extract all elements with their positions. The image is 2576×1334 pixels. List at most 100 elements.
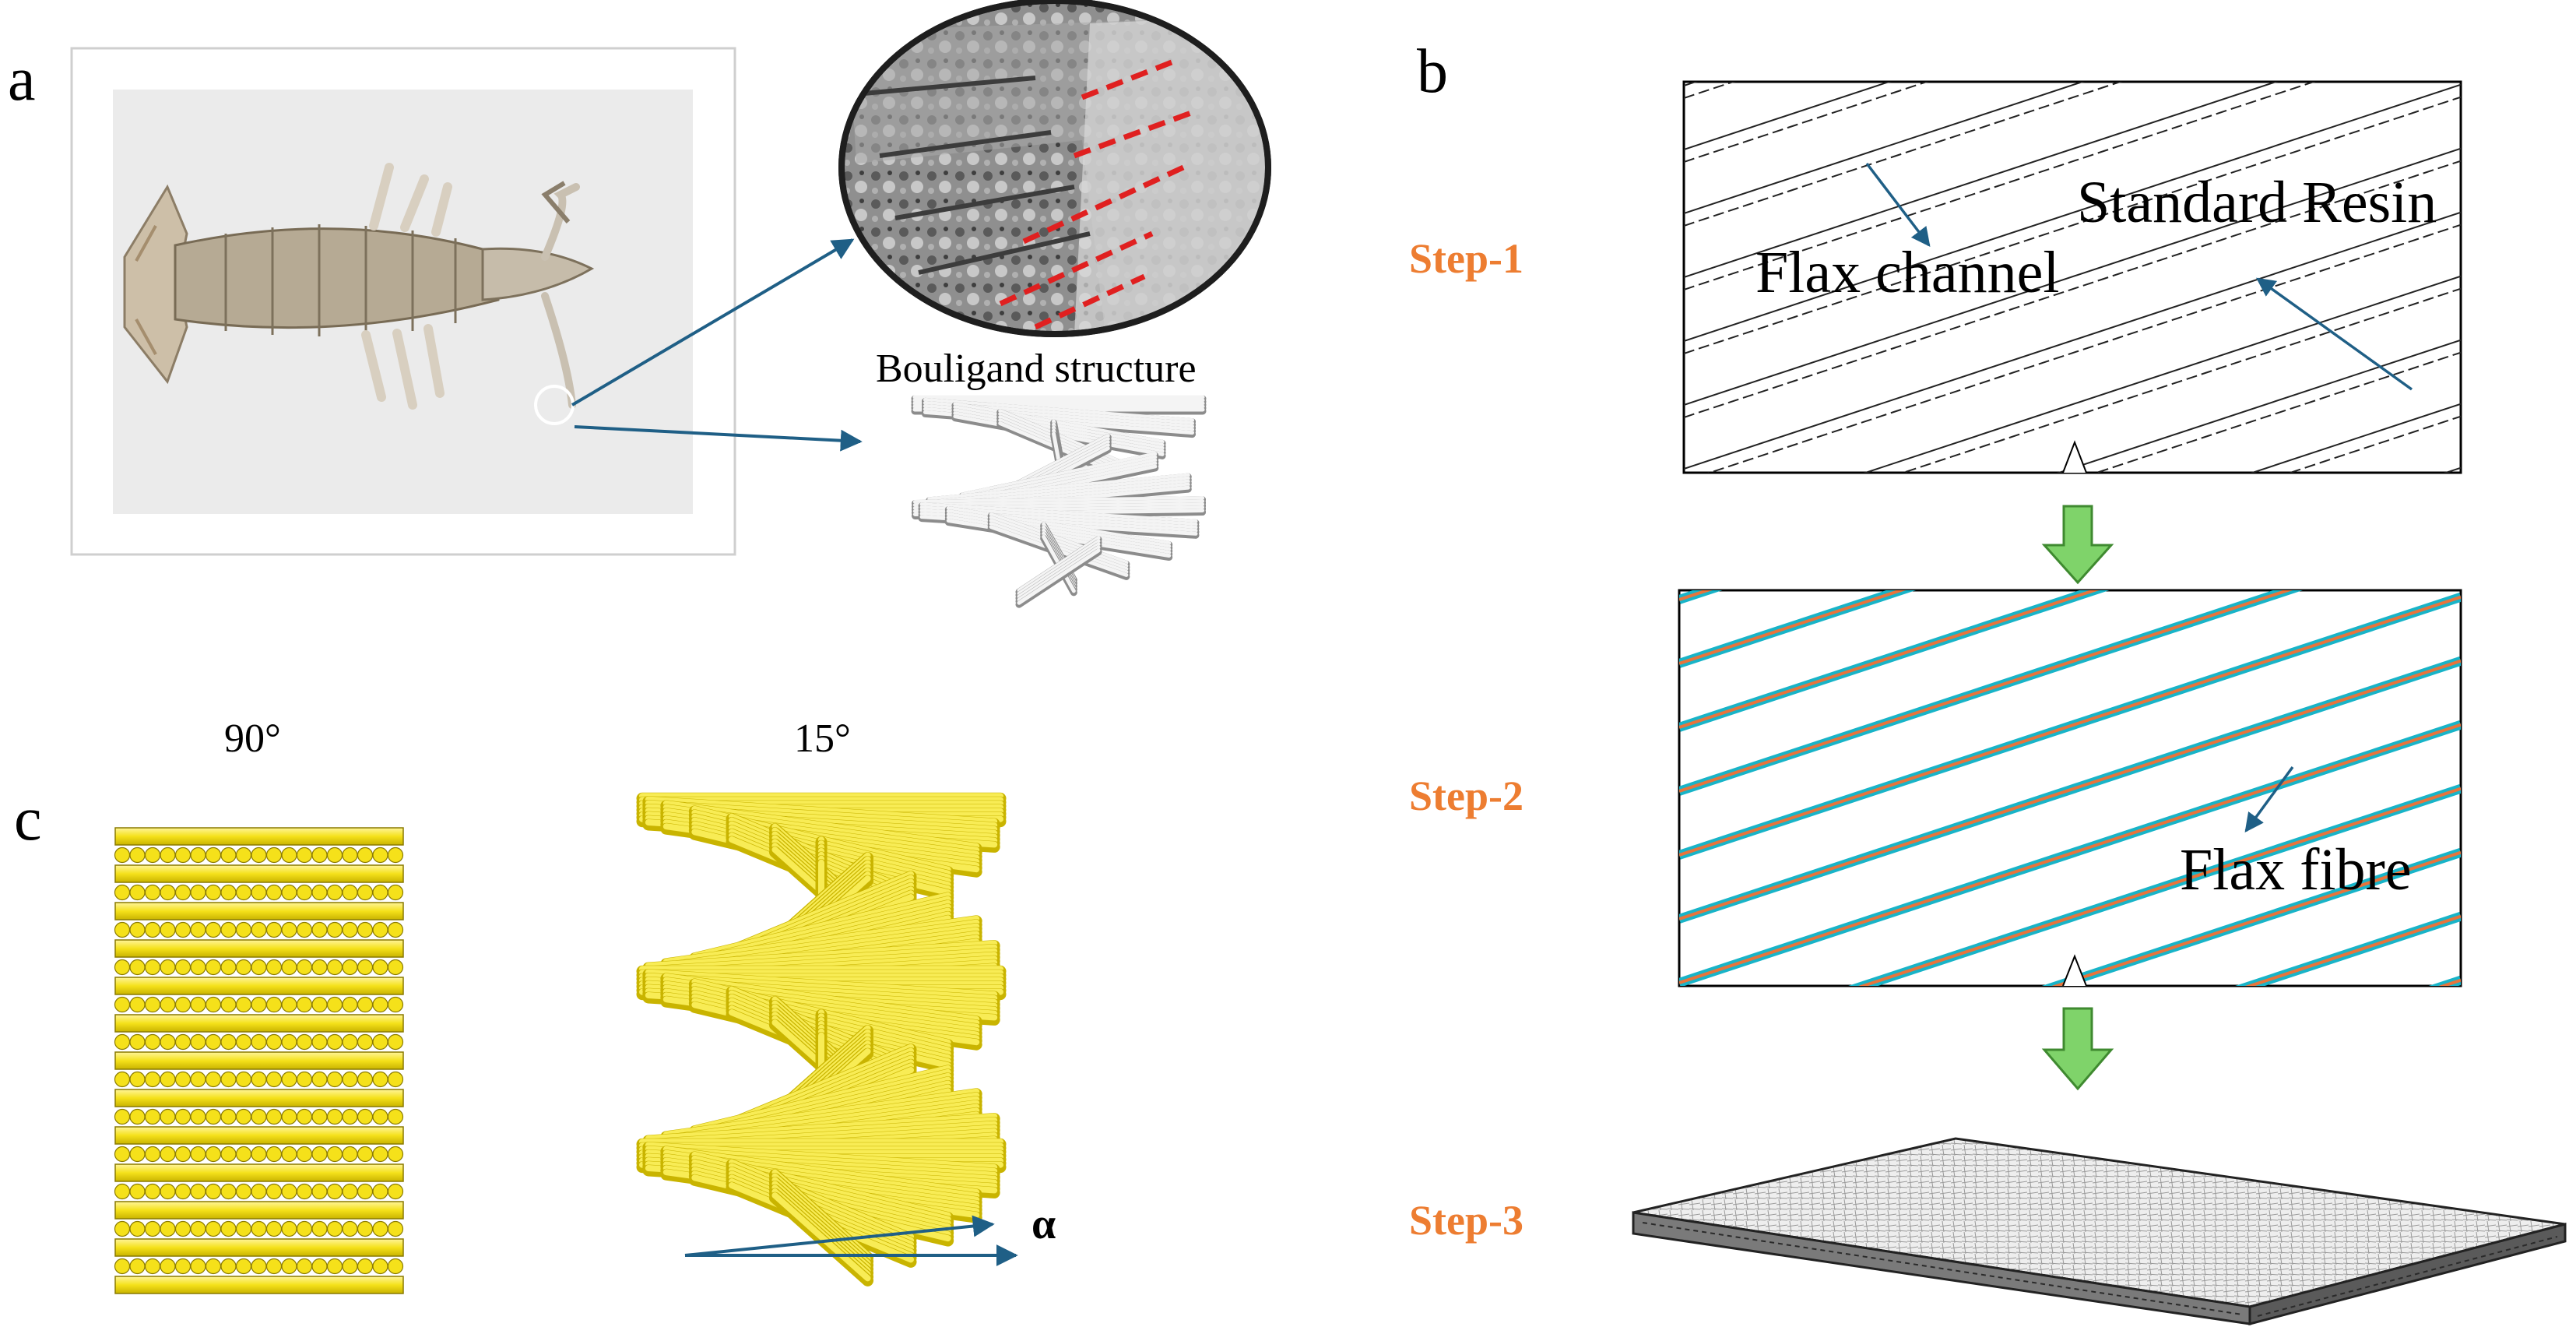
fibre-rod-end: [205, 921, 222, 938]
fibre-rod-end: [342, 921, 358, 938]
fibre-rod-end: [251, 1183, 267, 1200]
fibre-rod-end: [144, 1108, 161, 1125]
fibre-rod-end: [251, 1146, 267, 1163]
fibre-rod-end: [281, 1033, 297, 1051]
fibre-rod-end: [174, 1146, 192, 1163]
fibre-rod-end: [160, 1108, 176, 1125]
fibre-rod-end: [114, 1220, 131, 1237]
fibre-rod-horizontal: [114, 939, 404, 958]
fibre-rod-end: [160, 959, 176, 976]
flax-fibre-core: [2244, 914, 2461, 986]
fibre-rod-end: [144, 996, 161, 1013]
fibre-rod-end: [205, 847, 222, 864]
arrow-to-sem: [571, 238, 855, 407]
fibre-rod-end: [190, 1108, 206, 1125]
fibre-rod-end: [265, 996, 283, 1013]
fibre-rod-end: [235, 959, 252, 976]
fibre-rod-end: [129, 884, 146, 901]
fibre-rod-end: [174, 1108, 192, 1125]
fibre-rod-end: [129, 996, 146, 1013]
fibre-rod-end: [281, 884, 297, 901]
fibre-rod-end: [281, 1108, 297, 1125]
fibre-rod-end: [190, 1220, 206, 1237]
fibre-rod-end: [265, 884, 283, 901]
fibre-rod-end: [129, 1033, 146, 1051]
shrimp-photo-frame: [70, 47, 736, 556]
fibre-rod-end: [160, 1183, 176, 1200]
fibre-rod-end: [326, 1183, 343, 1200]
mantis-shrimp-image: [123, 163, 595, 425]
fibre-rod-end: [235, 921, 252, 938]
fibre-rod-end: [265, 1146, 283, 1163]
fibre-rod-end: [129, 847, 146, 864]
resin-channel-line: [1684, 83, 2461, 342]
flax-fibre-label: Flax fibre: [2180, 837, 2412, 903]
resin-channel-line: [1863, 275, 2461, 473]
fibre-rod-end: [296, 847, 313, 864]
fibre-rod-end: [357, 847, 374, 864]
fibre-rod-end: [372, 921, 388, 938]
fibre-rod-end: [160, 1146, 176, 1163]
resin-channel-line: [2250, 403, 2461, 473]
fibre-rod-end: [342, 959, 358, 976]
fibre-rod-end: [205, 1071, 222, 1088]
fibre-rod-end: [372, 1146, 388, 1163]
fibre-rod-end: [326, 1220, 343, 1237]
fibre-rod-end: [129, 1108, 146, 1125]
fibre-rod-end: [114, 884, 131, 901]
fibre-rod-end: [296, 1108, 313, 1125]
fibre-rod-end: [205, 1183, 222, 1200]
fibre-rod-end: [311, 1108, 328, 1125]
fibre-rod-end: [326, 884, 343, 901]
fibre-rod-end: [387, 1146, 404, 1163]
fibre-rod-end: [387, 1220, 404, 1237]
fibre-rod-end: [174, 1258, 192, 1275]
fibre-rod-end: [296, 959, 313, 976]
fibre-rod-end: [357, 1220, 374, 1237]
fibre-rod-end: [190, 1258, 206, 1275]
fibre-rod-end: [326, 996, 343, 1013]
fibre-rod-end: [235, 1220, 252, 1237]
fibre-rod-horizontal: [114, 1126, 404, 1145]
fibre-rod-end: [160, 884, 176, 901]
fibre-rod-horizontal: [114, 1276, 404, 1294]
fibre-rod-end: [144, 921, 161, 938]
fibre-rod-end: [387, 847, 404, 864]
fibre-rod-horizontal: [114, 902, 404, 920]
fibre-rod-end: [265, 1033, 283, 1051]
fibre-rod-end: [387, 1183, 404, 1200]
fibre-rod-end: [160, 921, 176, 938]
fibre-rod-horizontal: [114, 864, 404, 883]
fibre-rod-end: [251, 1108, 267, 1125]
step-2-fibre-panel: [1678, 589, 2462, 987]
fibre-rod-end: [174, 847, 192, 864]
fibre-rod-end: [387, 1071, 404, 1088]
standard-resin-label: Standard Resin: [2077, 170, 2437, 235]
fibre-rod-horizontal: [114, 1201, 404, 1220]
fibre-rod-end: [190, 1033, 206, 1051]
fibre-rod-end: [342, 1033, 358, 1051]
fibre-rod-end: [357, 921, 374, 938]
fibre-rod-end: [357, 1071, 374, 1088]
fibre-rod-end: [129, 1258, 146, 1275]
fibre-rod-end: [220, 1220, 237, 1237]
fibre-rod-end: [205, 1258, 222, 1275]
resin-channel-line: [1684, 211, 2461, 470]
fibre-rod-end: [342, 1146, 358, 1163]
fibre-rod-end: [281, 996, 297, 1013]
fibre-rod-end: [144, 847, 161, 864]
flax-fibre-core: [1857, 787, 2461, 986]
fibre-rod-end: [235, 1183, 252, 1200]
fibre-rod-end: [174, 921, 192, 938]
fibre-rod-end: [205, 1108, 222, 1125]
fibre-rod-end: [281, 1071, 297, 1088]
fibre-rod-end: [265, 847, 283, 864]
fibre-rod-end: [251, 847, 267, 864]
resin-channel-line: [1684, 96, 2461, 354]
fibre-rod-end: [114, 1033, 131, 1051]
fibre-rod-end: [296, 1258, 313, 1275]
fibre-rod-end: [342, 847, 358, 864]
fibre-rod-end: [220, 1183, 237, 1200]
fibre-rod-end: [114, 959, 131, 976]
fibre-rod-horizontal: [114, 1051, 404, 1070]
